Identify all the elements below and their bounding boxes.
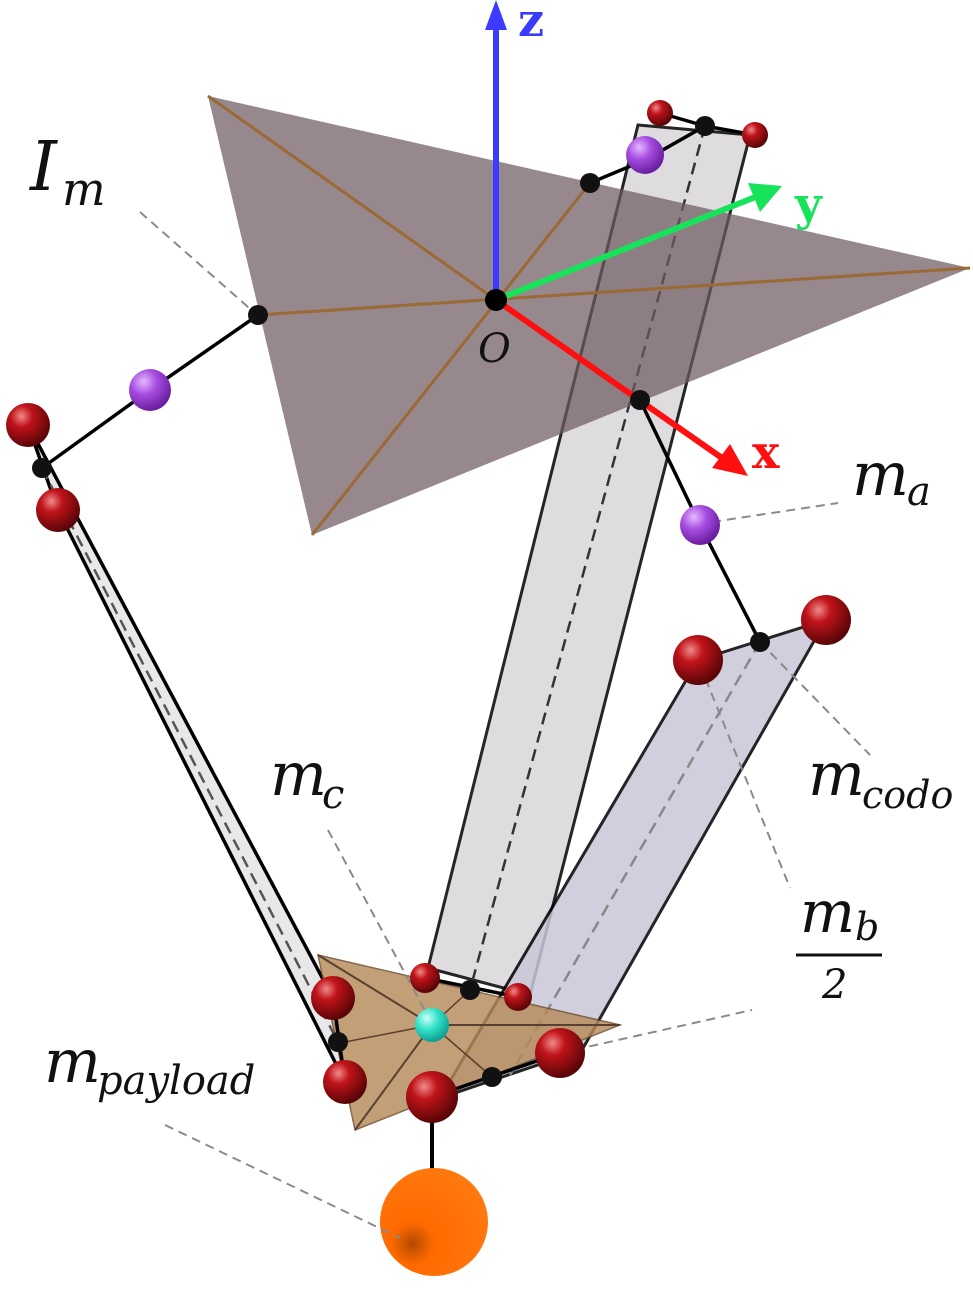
- svg-text:b: b: [855, 905, 879, 949]
- x-axis-label: x: [752, 425, 780, 479]
- base-platform: [207, 94, 971, 536]
- payload-mass-label: m payload: [44, 1027, 255, 1104]
- y-axis: [494, 193, 760, 303]
- payload-assembly: [380, 1100, 488, 1276]
- svg-text:m: m: [62, 162, 106, 216]
- z-axis-label: z: [518, 0, 544, 47]
- svg-text:m: m: [800, 878, 855, 946]
- svg-text:m: m: [44, 1027, 101, 1097]
- spherical-joints: [6, 100, 851, 1123]
- pin-joints: [32, 116, 770, 1087]
- svg-text:2: 2: [821, 962, 847, 1008]
- svg-text:c: c: [322, 772, 344, 818]
- center-mass-label: m c: [270, 740, 344, 818]
- svg-text:codo: codo: [862, 773, 953, 817]
- elbow-mass-label: m codo: [808, 740, 953, 817]
- inertia-label: I m: [28, 128, 106, 216]
- payload-mass: [380, 1168, 488, 1276]
- arm-mass-label: m a: [852, 440, 931, 515]
- svg-text:m: m: [270, 740, 327, 810]
- x-axis: [494, 297, 724, 461]
- origin-label: O: [478, 326, 511, 372]
- svg-text:I: I: [28, 128, 58, 207]
- arm-masses: [129, 136, 720, 545]
- svg-text:m: m: [808, 740, 865, 810]
- leader-lines: [139, 211, 871, 1239]
- coordinate-axes: [485, 0, 782, 476]
- svg-text:a: a: [907, 469, 931, 515]
- platform-center-mass: [415, 1008, 449, 1042]
- y-axis-label: y: [794, 177, 823, 231]
- svg-text:m: m: [852, 440, 909, 510]
- forearm-half-mass-label: m b 2: [796, 878, 882, 1008]
- origin-point: [485, 289, 507, 311]
- svg-text:payload: payload: [97, 1058, 255, 1104]
